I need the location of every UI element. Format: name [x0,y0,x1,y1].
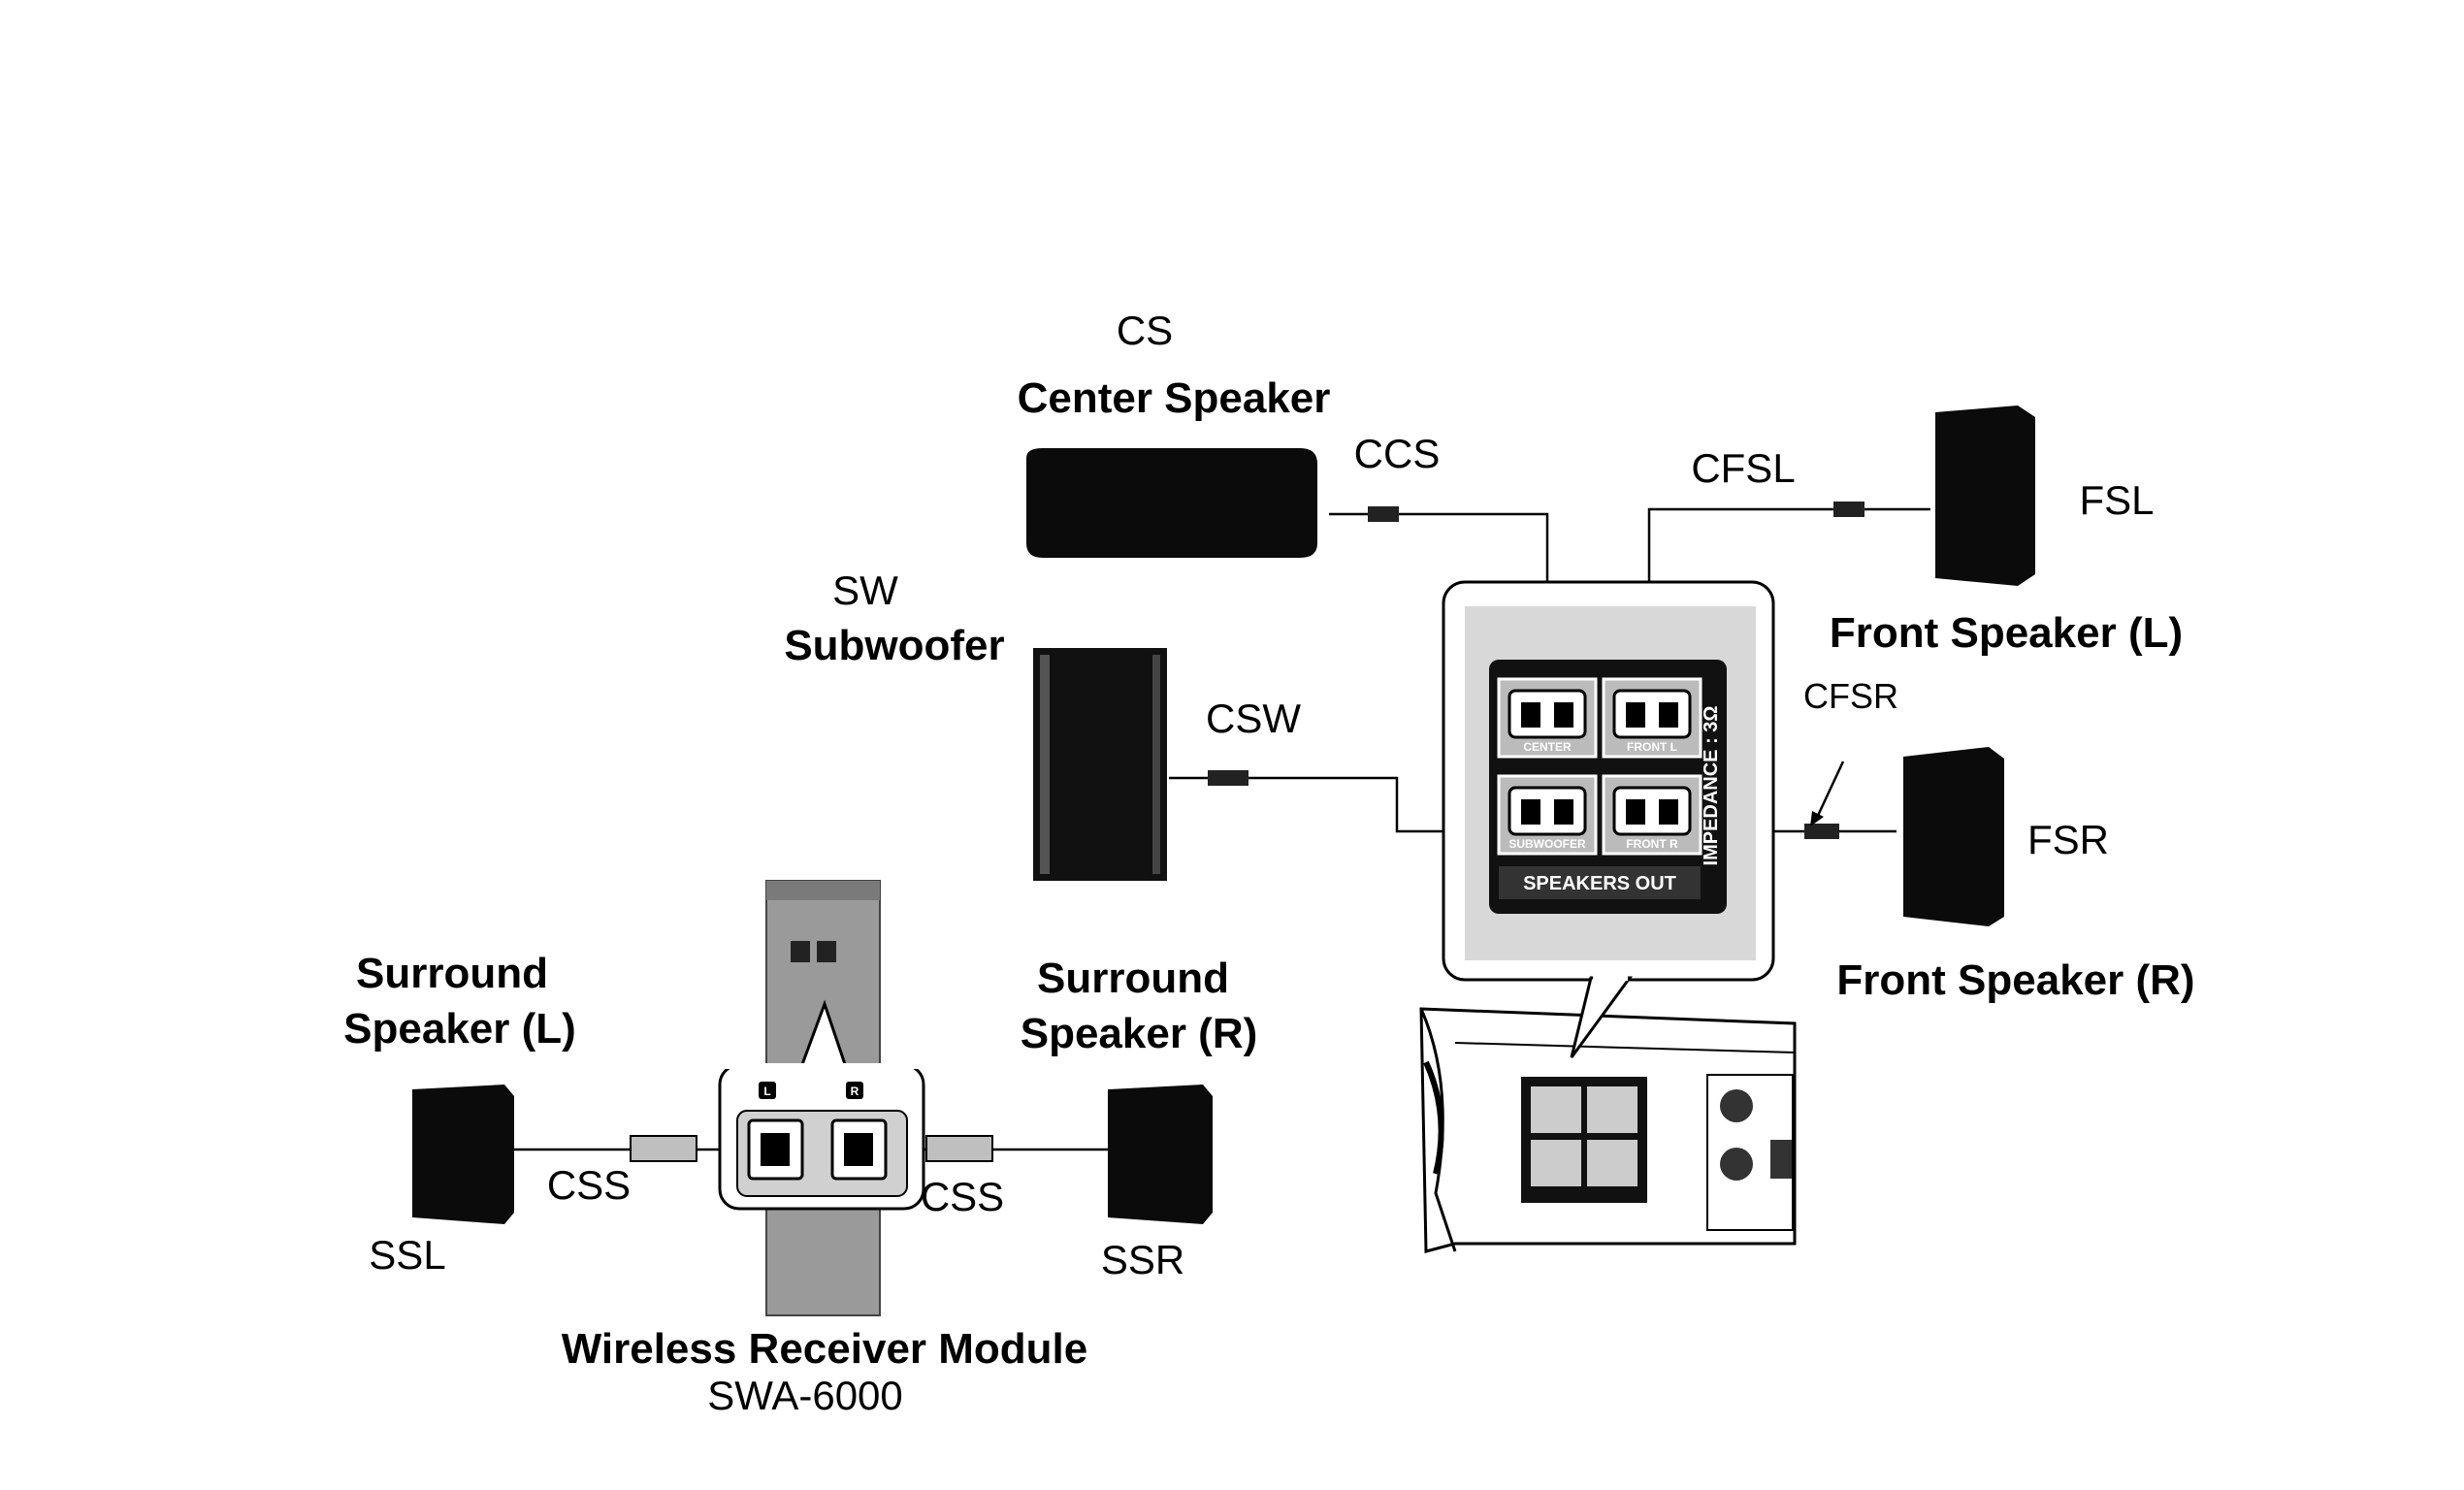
terminal-center: CENTER [1497,677,1598,759]
terminal-front-l: FRONT L [1602,677,1702,759]
module-port-l-label: L [763,1085,770,1098]
ccs-label: CCS [1354,431,1441,476]
surround-left-cable-ferrite [630,1135,697,1162]
impedance-label: IMPEDANCE : 3Ω [1701,706,1722,866]
cfsl-label: CFSL [1691,445,1795,491]
center-cable-plug [1368,506,1399,522]
cfsr-pointer-arrowhead [1810,811,1824,826]
front-left-cable-plug [1833,502,1864,517]
front-right-speaker [1903,747,2004,926]
subwoofer-cable-plug [1208,770,1248,786]
speakers-out-callout: CENTER FRONT L SUBWOOFER FRONT R IMPEDAN… [1442,580,1775,1058]
center-speaker-label: Center Speaker [1018,374,1331,422]
sw-label: SW [832,567,898,613]
surround-r-label-line2: Speaker (R) [1021,1010,1258,1057]
front-right-cable-plug [1804,824,1839,839]
terminal-subwoofer: SUBWOOFER [1497,774,1598,856]
terminal-front-r-label: FRONT R [1626,837,1678,851]
cfsr-label: CFSR [1803,676,1898,716]
front-speaker-r-label: Front Speaker (R) [1836,956,2194,1004]
terminal-front-r: FRONT R [1602,774,1702,856]
center-speaker [1026,448,1317,558]
module-port-r-label: R [851,1085,859,1098]
subwoofer [1033,648,1167,881]
fsl-label: FSL [2079,477,2154,523]
main-unit-back [1419,1007,1797,1253]
csw-label: CSW [1206,696,1301,741]
model-label: SWA-6000 [707,1373,903,1418]
subwoofer-label: Subwoofer [784,622,1004,669]
cs-label: CS [1117,308,1173,353]
surround-left-speaker [412,1085,514,1224]
ssr-label: SSR [1101,1237,1184,1282]
css-right-label: CSS [921,1174,1004,1219]
css-left-label: CSS [547,1162,631,1208]
terminal-front-l-label: FRONT L [1627,740,1677,754]
front-speaker-l-label: Front Speaker (L) [1830,609,2183,657]
terminal-subwoofer-label: SUBWOOFER [1508,837,1586,851]
surround-l-label-line1: Surround [356,950,548,997]
surround-right-speaker [1108,1085,1213,1224]
surround-l-label-line2: Speaker (L) [343,1005,576,1053]
front-left-speaker [1935,405,2035,586]
terminal-center-label: CENTER [1523,740,1572,754]
speakers-out-label: SPEAKERS OUT [1523,873,1676,894]
labels: CS Center Speaker CCS CFSL FSL Front Spe… [343,308,2194,1418]
wireless-receiver-module: L R [718,880,925,1316]
surround-r-label-line1: Surround [1037,955,1229,1002]
wireless-module-label: Wireless Receiver Module [562,1325,1088,1373]
cfsr-pointer-line [1814,761,1845,821]
surround-right-cable-ferrite [925,1135,993,1162]
fsr-label: FSR [2027,817,2109,862]
ssl-label: SSL [369,1232,445,1278]
